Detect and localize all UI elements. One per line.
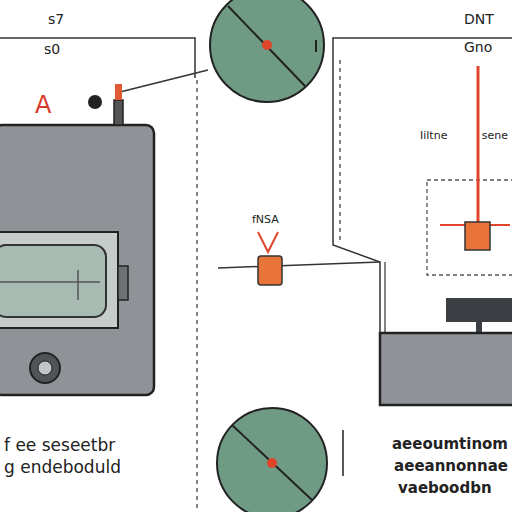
part-label: Iiltne — [420, 130, 447, 142]
caption-line: aeeoumtinom — [392, 436, 508, 453]
leader-line — [120, 70, 208, 92]
part-label: sene — [482, 130, 508, 142]
wire — [333, 38, 512, 335]
indicator-dot — [88, 95, 102, 109]
dashed-line — [339, 60, 340, 240]
rod — [477, 66, 480, 228]
button — [30, 353, 60, 383]
cylinder-mark — [77, 270, 79, 300]
tick — [342, 430, 344, 476]
sensor-block — [258, 256, 282, 285]
gauge-center — [267, 458, 277, 468]
gauge-center — [262, 40, 272, 50]
antenna-tip — [115, 84, 122, 100]
device-window — [0, 232, 118, 328]
wire — [384, 262, 385, 340]
part-label: fNSA — [252, 214, 279, 226]
callout-label: DNT — [464, 12, 494, 27]
device-housing — [0, 125, 154, 395]
dashed-line — [196, 80, 197, 512]
gauge-dial — [217, 408, 327, 512]
caption-line: f ee seseetbr — [4, 436, 115, 455]
marker-letter: A — [35, 92, 51, 118]
knob — [118, 266, 128, 300]
antenna — [114, 100, 123, 125]
cylinder — [0, 245, 106, 317]
callout-label: s0 — [44, 42, 60, 57]
cylinder-axis — [0, 281, 100, 283]
dashed-enclosure — [427, 180, 512, 275]
callout-label: Gno — [464, 40, 492, 55]
gauge-needle — [232, 425, 312, 500]
wire — [0, 38, 195, 78]
caption-line: aeeannonnae — [394, 458, 508, 475]
gauge-dial — [210, 0, 324, 102]
button-center — [38, 361, 52, 375]
gauge-needle — [228, 6, 305, 86]
wire — [218, 262, 380, 268]
platform — [446, 298, 512, 322]
tick — [315, 40, 317, 52]
probe-mark — [258, 232, 278, 252]
caption-line: vaeboodbn — [398, 480, 492, 497]
weight-block — [465, 222, 490, 250]
callout-label: s7 — [48, 12, 64, 27]
base-housing — [380, 333, 512, 405]
caption-line: g endeboduld — [4, 458, 121, 477]
